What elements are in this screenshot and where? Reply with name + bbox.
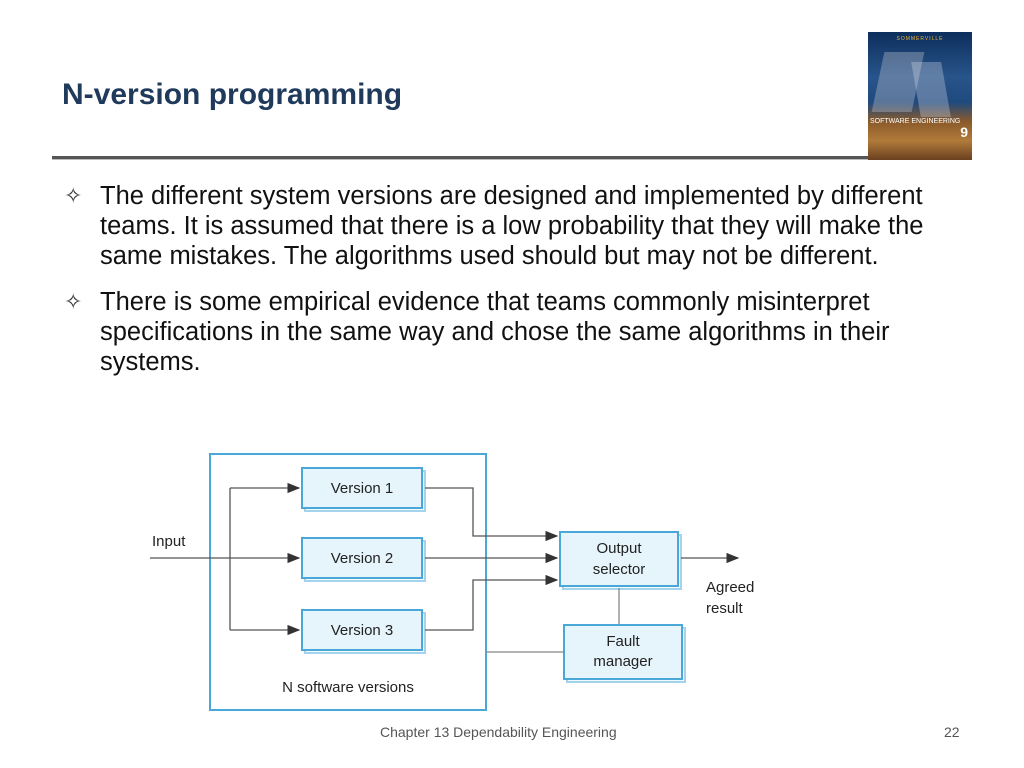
- bullet-text: The different system versions are design…: [100, 182, 924, 270]
- fault-manager-box: Fault manager: [563, 624, 683, 680]
- bullet-item: ✧ The different system versions are desi…: [64, 181, 964, 271]
- cover-edition: 9: [960, 124, 968, 140]
- bullet-item: ✧ There is some empirical evidence that …: [64, 287, 964, 377]
- four-point-star-outline-icon: ✧: [64, 289, 83, 314]
- output-selector-box: Output selector: [559, 531, 679, 587]
- slide-title: N-version programming: [62, 78, 403, 111]
- footer-chapter: Chapter 13 Dependability Engineering: [380, 724, 617, 740]
- cover-brand: SOMMERVILLE: [896, 36, 944, 42]
- input-label: Input: [152, 533, 186, 550]
- output-selector-label: Output: [596, 540, 642, 557]
- page-number: 22: [944, 724, 960, 740]
- fault-manager-label: Fault: [606, 633, 640, 650]
- output-selector-label: selector: [593, 561, 646, 578]
- container-label: N software versions: [282, 679, 414, 696]
- n-version-diagram: Input Version 1 Version 2 Version 3 Outp…: [150, 453, 754, 711]
- version-2-label: Version 2: [331, 550, 394, 567]
- version-1-to-selector: [425, 487, 559, 542]
- bullet-text: There is some empirical evidence that te…: [100, 288, 890, 376]
- bullet-list: ✧ The different system versions are desi…: [64, 181, 964, 393]
- title-divider: [52, 156, 870, 160]
- version-2-box: Version 2: [301, 537, 423, 579]
- result-label: result: [706, 600, 744, 617]
- version-3-label: Version 3: [331, 622, 394, 639]
- version-1-label: Version 1: [331, 480, 394, 497]
- version-3-to-selector: [425, 574, 559, 631]
- cover-building-shape: [911, 62, 951, 117]
- cover-title: SOFTWARE ENGINEERING: [870, 118, 961, 125]
- four-point-star-outline-icon: ✧: [64, 183, 83, 208]
- book-cover-image: SOMMERVILLE SOFTWARE ENGINEERING 9: [868, 32, 972, 160]
- version-3-box: Version 3: [301, 609, 423, 651]
- fault-manager-label: manager: [593, 653, 652, 670]
- version-1-box: Version 1: [301, 467, 423, 509]
- result-label: Agreed: [706, 579, 754, 596]
